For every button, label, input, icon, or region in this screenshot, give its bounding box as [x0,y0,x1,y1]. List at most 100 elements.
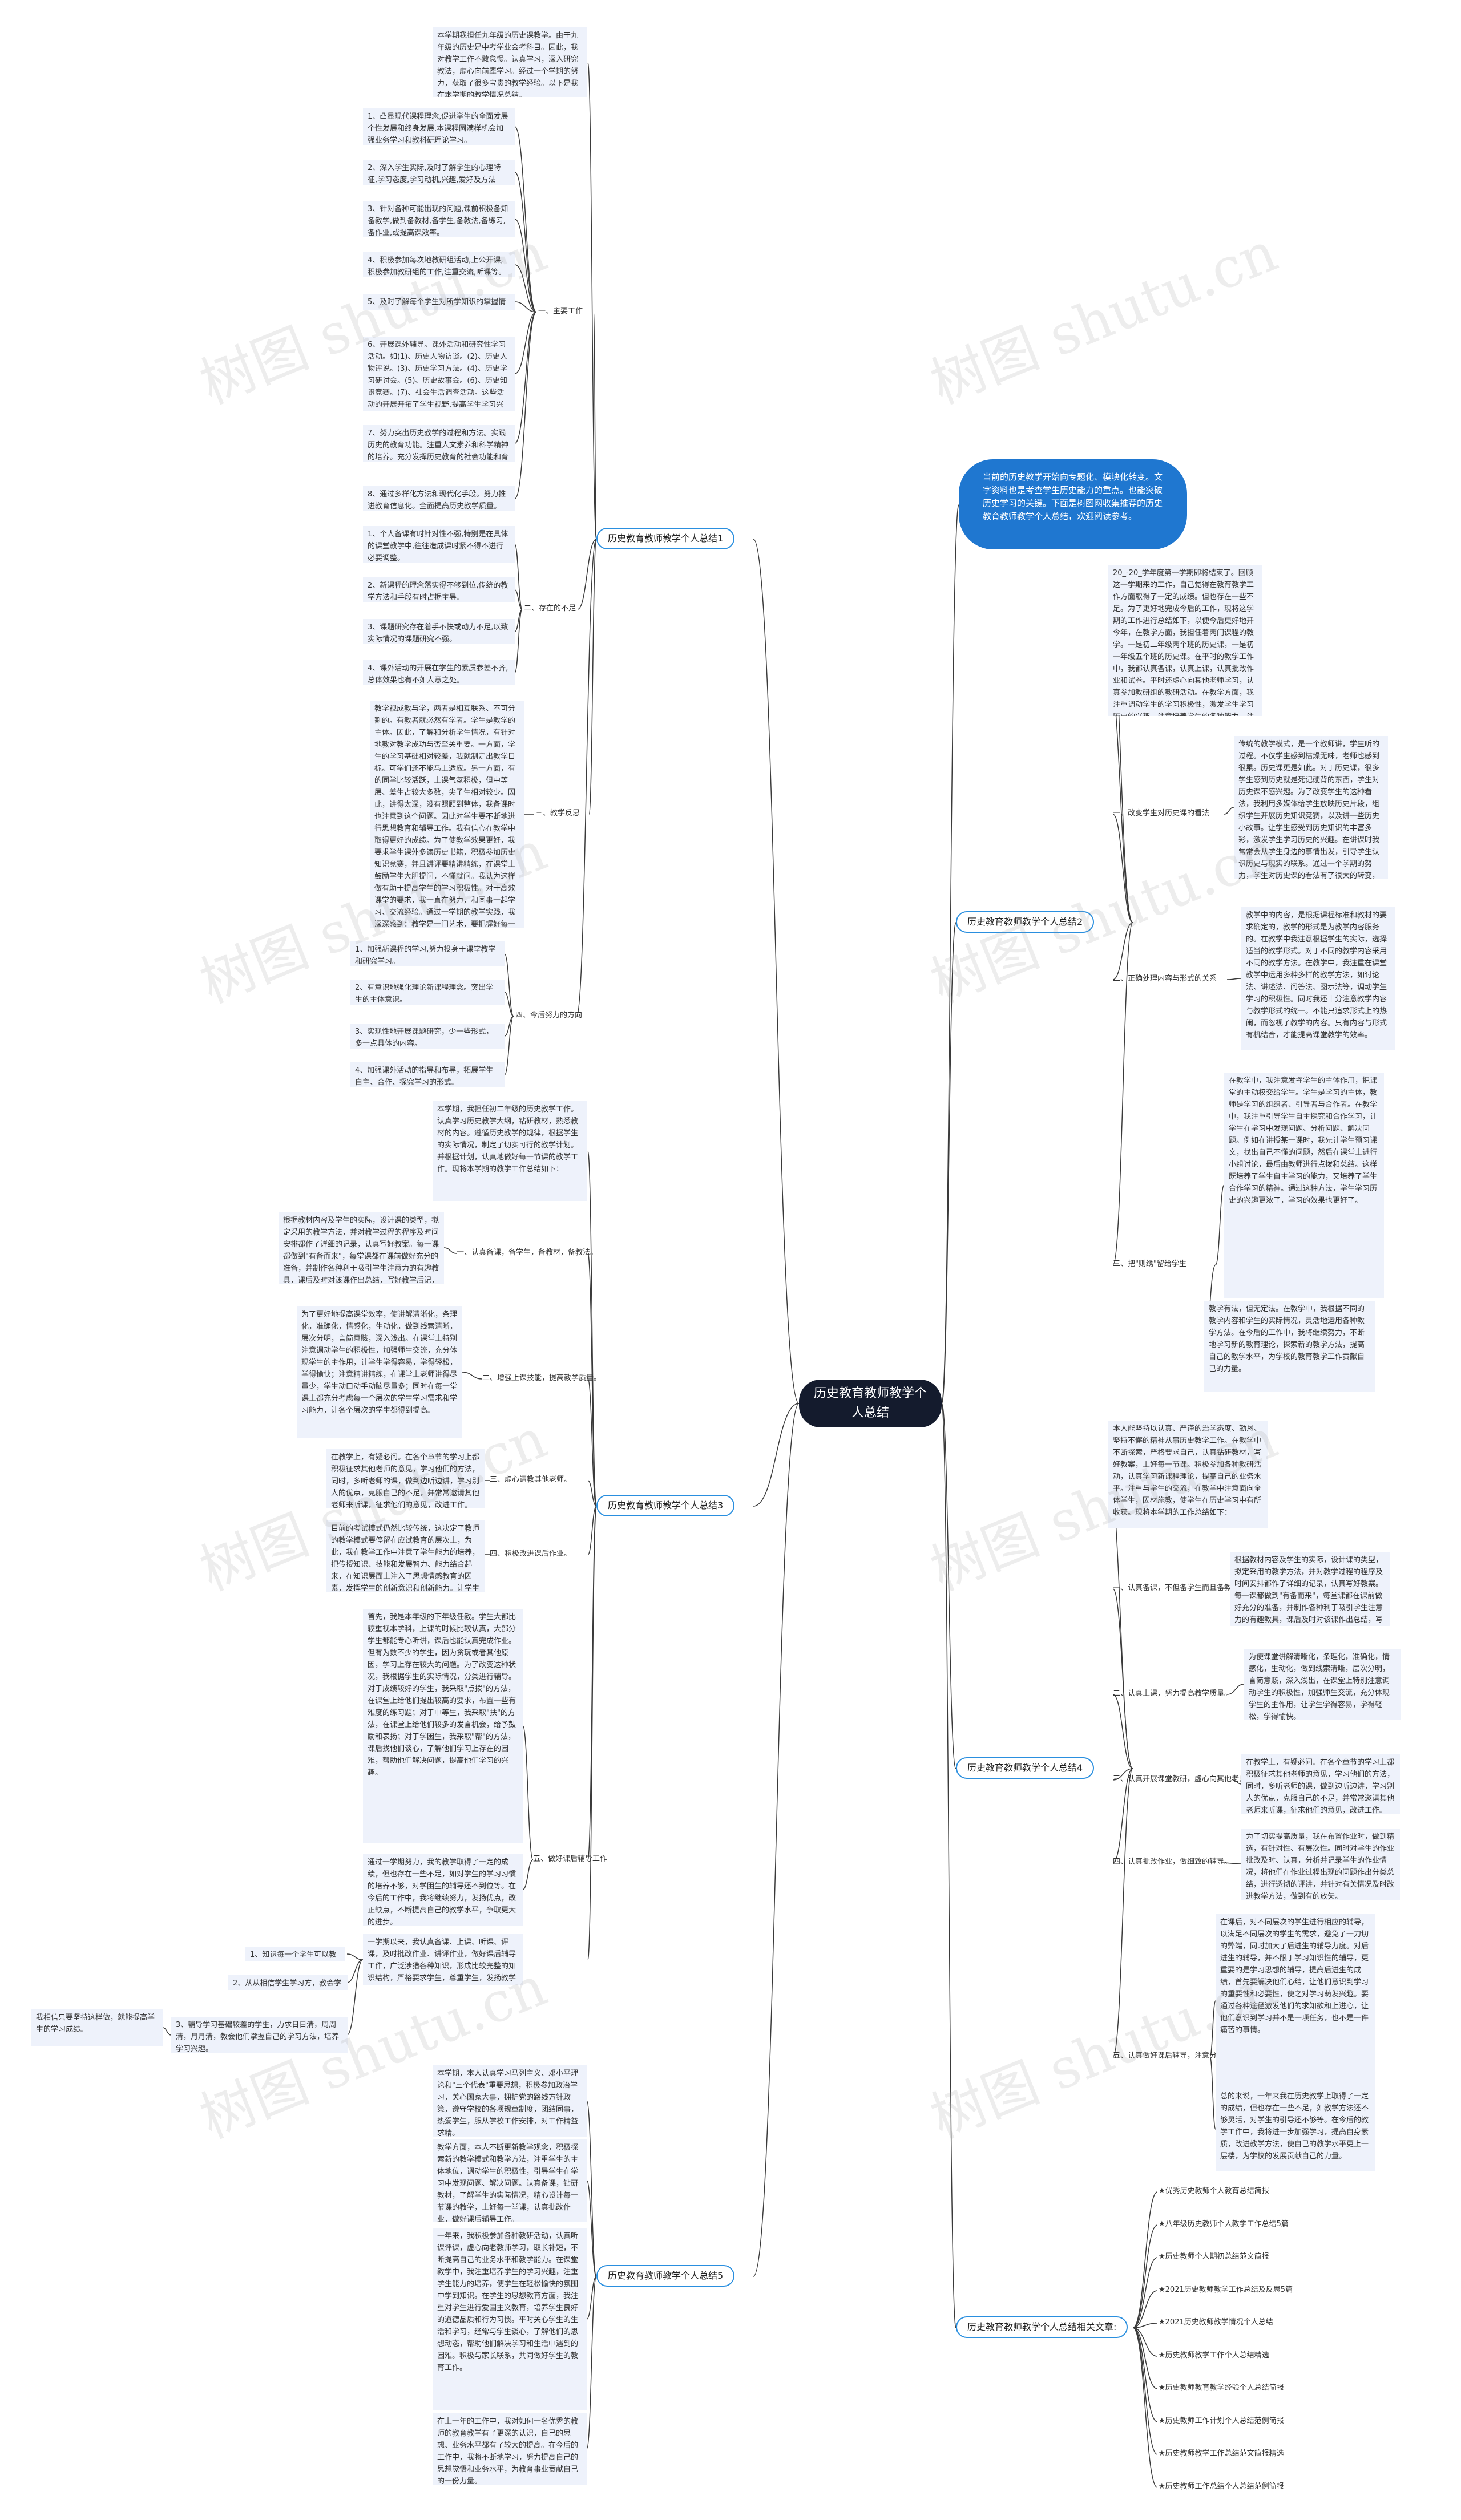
b1-s1-item-link [514,264,537,313]
b5-para: 一年来，我积极参加各种教研活动，认真听课评课，虚心向老教师学习，取长补短，不断提… [433,2228,587,2410]
b1-s1-item: 8、通过多样化方法和现代化手段。努力推进教育信息化。全面提高历史教学质量。 [363,486,515,511]
b3-s6-item: 2、从从相信学生学习方，教会学生学习。 [228,1975,348,1990]
b3-s2-label[interactable]: 二、增强上课技能，提高教学质量。 [482,1374,602,1382]
branch-2-topic[interactable]: 历史教育教师教学个人总结2 [956,911,1095,933]
b2-intro-text: 20_-20_学年度第一学期即将结束了。回顾这一学期来的工作，自己觉得在教育教学… [1108,565,1262,625]
b2-s2-text: 教学中的内容，是根据课程标准和教材的要求确定的，教学的形式是为教学内容服务的。在… [1241,907,1395,1050]
related-article-link[interactable]: ★历史教师工作计划个人总结范例简报 [1159,2417,1284,2425]
b2-s1-text-link [1224,807,1234,815]
b1-to-s1 [593,312,597,540]
b6-item-link [1132,2290,1158,2328]
b2-s2-label[interactable]: 二、正确处理内容与形式的关系 [1113,974,1217,983]
b4-intro-text: 本人能坚持以认真、严谨的治学态度、勤恳、坚持不懈的精神从事历史教学工作。在教学中… [1108,1421,1268,1528]
b3-s1-text: 根据教材内容及学生的实际，设计课的类型，拟定采用的教学方法，并对教学过程的程序及… [279,1212,444,1284]
b2-s3-text2: 教学有法，但无定法。在教学中，我根据不同的教学内容和学生的实际情况，灵活地运用各… [1204,1301,1375,1392]
b4-s5-text: 在课后，对不同层次的学生进行相应的辅导，以满足不同层次的学生的需求，避免了一刀切… [1216,1914,1375,2088]
b1-to-s3 [588,539,597,815]
b4-to-s1 [1112,1588,1133,1769]
b3-s5-label[interactable]: 五、做好课后辅导工作 [533,1855,608,1863]
b2-to-s1 [1112,814,1133,923]
b1-s3-label[interactable]: 三、教学反思 [535,809,580,818]
b3-to-s1 [587,1253,597,1507]
related-article-link[interactable]: ★2021历史教师教学情况个人总结 [1159,2318,1273,2327]
b6-item-link [1132,2327,1158,2488]
b1-s1-item: 6、开展课外辅导。课外活动和研究性学习活动。如(1)、历史人物访谈。(2)、历史… [363,337,515,411]
b2-s3-text-link [1215,1184,1225,1265]
b3-s3-label[interactable]: 三、虚心请教其他老师。 [490,1475,572,1484]
b6-item-link [1132,2327,1158,2389]
b3-s6-text: 一学期以来，我认真备课、上课、听课、评课，及时批改作业、讲评作业，做好课后辅导工… [363,1934,523,1985]
b3-s4-label[interactable]: 四、积极改进课后作业。 [490,1550,572,1558]
b3-s6-foot: 我相信只要坚持这样做，就能提高学生的学习成绩。 [31,2009,163,2046]
related-article-link[interactable]: ★历史教师个人期初总结范文简报 [1159,2252,1269,2261]
branch-5-topic[interactable]: 历史教育教师教学个人总结5 [596,2265,735,2287]
b1-s1-item-link [514,312,537,499]
b3-s5-text-link [522,1725,534,1860]
related-article-link[interactable]: ★历史教师教学工作总结范文简报精选 [1159,2449,1284,2458]
b5-para-link [586,2100,597,2277]
b1-s4-item: 2、有意识地强化理论新课程理念。突出学生的主体意识。 [350,980,505,1005]
b4-s3-label[interactable]: 三、认真开展课堂教研，虚心向其他老师请教。 [1113,1775,1269,1783]
b1-s2-item: 4、课外活动的开展在学生的素质参差不齐,总体效果也有不如人意之处。 [363,660,515,685]
b1-s2-item: 2、新课程的理念落实得不够到位,传统的教学方法和手段有时占据主导。 [363,577,515,602]
related-article-link[interactable]: ★历史教师教学工作个人总结精选 [1159,2351,1269,2360]
b1-s2-item-link [514,589,523,610]
b1-s1-item-link [514,301,537,313]
b2-s1-label[interactable]: 一、改变学生对历史课的看法 [1113,809,1210,818]
related-article-link[interactable]: ★历史教师教育教学经验个人总结简报 [1159,2384,1284,2392]
b3-s6-item: 1、知识每一个学生可以教好。 [245,1947,345,1961]
b1-s4-item: 1、加强新课程的学习,努力投身于课堂教学和研究学习。 [350,941,505,966]
b3-s6-item-link [346,1959,364,2036]
b2-s1-text: 传统的教学模式，是一个教师讲，学生听的过程。不仅学生感到枯燥无味，老师也感到很累… [1234,736,1388,879]
b5-para-link [586,2276,597,2320]
b1-s2-item-link [514,609,523,673]
b4-s2-text-link [1226,1684,1245,1695]
b4-s3-text-link [1232,1779,1242,1785]
b3-s2-text-link [462,1372,483,1380]
b4-s4-text-link [1221,1862,1242,1864]
b1-s1-item-link [514,126,537,313]
b1-s4-item-link [504,953,514,1017]
b3-to-s2 [587,1378,597,1507]
b4-s1-text: 根据教材内容及学生的实际，设计课的类型，拟定采用的教学方法，并对教学过程的程序及… [1230,1552,1390,1626]
b5-para: 本学期，本人认真学习马列主义、邓小平理论和"三个代表"重要思想，积极参加政治学习… [433,2065,587,2137]
b1-s1-item: 2、深入学生实际,及时了解学生的心理特征,学习态度,学习动机,兴趣,爱好及方法等… [363,160,515,185]
b4-s5-label[interactable]: 五、认真做好课后辅导，注意分层教学。 [1113,2052,1247,2060]
b1-s1-item-link [514,312,537,374]
b4-s4-label[interactable]: 四、认真批改作业，做细致的辅导。 [1113,1858,1232,1866]
b2-s3-text: 在教学中，我注意发挥学生的主体作用，把课堂的主动权交给学生。学生是学习的主体，教… [1224,1073,1384,1298]
b1-s1-label[interactable]: 一、主要工作 [538,307,583,315]
related-article-link[interactable]: ★2021历史教师教学工作总结及反思5篇 [1159,2286,1293,2294]
b1-s2-label[interactable]: 二、存在的不足 [524,604,576,613]
b1-s2-item: 1、个人备课有时针对性不强,特别是在具体的课堂教学中,往往造成课时紧不得不进行必… [363,526,515,563]
related-article-link[interactable]: ★八年级历史教师个人教学工作总结5篇 [1159,2220,1289,2228]
branch-6-topic[interactable]: 历史教育教师教学个人总结相关文章: [956,2316,1128,2338]
b3-s5-text: 首先，我是本年级的下年级任教。学生大都比较重视本学科，上课的时候比较认真，大部分… [363,1609,523,1843]
b1-s3-text: 教学视成教与学，两者是相互联系、不可分割的。有教者就必然有学者。学生是教学的主体… [370,701,524,928]
b3-s1-label[interactable]: 一、认真备课，备学生，备教材，备教法。 [457,1248,598,1257]
intro-note: 当前的历史教学开始向专题化、模块化转变。文字资料也是考查学生历史能力的重点。也能… [959,459,1187,549]
b4-s5-text-link [1209,2000,1216,2057]
branch-4-topic[interactable]: 历史教育教师教学个人总结4 [956,1757,1095,1779]
b1-s1-item-link [514,312,537,444]
center-to-note [941,504,959,1404]
b6-item-link [1132,2327,1158,2357]
branch-1-topic[interactable]: 历史教育教师教学个人总结1 [596,528,735,549]
b4-s2-label[interactable]: 二、认真上课，努力提高教学质量。 [1113,1689,1232,1698]
b1-s4-label[interactable]: 四、今后努力的方向 [515,1011,583,1020]
b3-intro-text: 本学期，我担任初二年级的历史教学工作。认真学习历史教学大纲，钻研教材，熟悉教材的… [433,1101,587,1201]
b4-s2-text: 为使课堂讲解清晰化，条理化，准确化，情感化，生动化，做到线索清晰，层次分明，言简… [1244,1649,1401,1720]
b5-para: 教学方面，本人不断更新教学观念，积极探索新的教学模式和教学方法，注重学生的主体地… [433,2139,587,2222]
related-article-link[interactable]: ★历史教师工作总结个人总结范例简报 [1159,2482,1284,2491]
b1-s2-item: 3、课题研究存在着手不快或动力不足,以致实际情况的课题研究不强。 [363,619,515,644]
b3-to-s5 [587,1506,597,1860]
b1-s1-item: 7、努力突出历史教学的过程和方法。实践历史的教育功能。注重人文素养和科学精神的培… [363,425,515,462]
b6-item-link [1132,2257,1158,2328]
b3-s5-text2-link [522,1859,534,1890]
b4-to-s4 [1112,1768,1133,1863]
related-article-link[interactable]: ★优秀历史教师个人教育总结简报 [1159,2187,1269,2195]
b2-s3-label[interactable]: 三、把"则绣"留给学生 [1113,1260,1186,1268]
b3-s6-item-link [346,1959,364,1983]
branch-3-topic[interactable]: 历史教育教师教学个人总结3 [596,1495,735,1516]
central-topic[interactable]: 历史教育教师教学个人总结 [799,1380,942,1427]
